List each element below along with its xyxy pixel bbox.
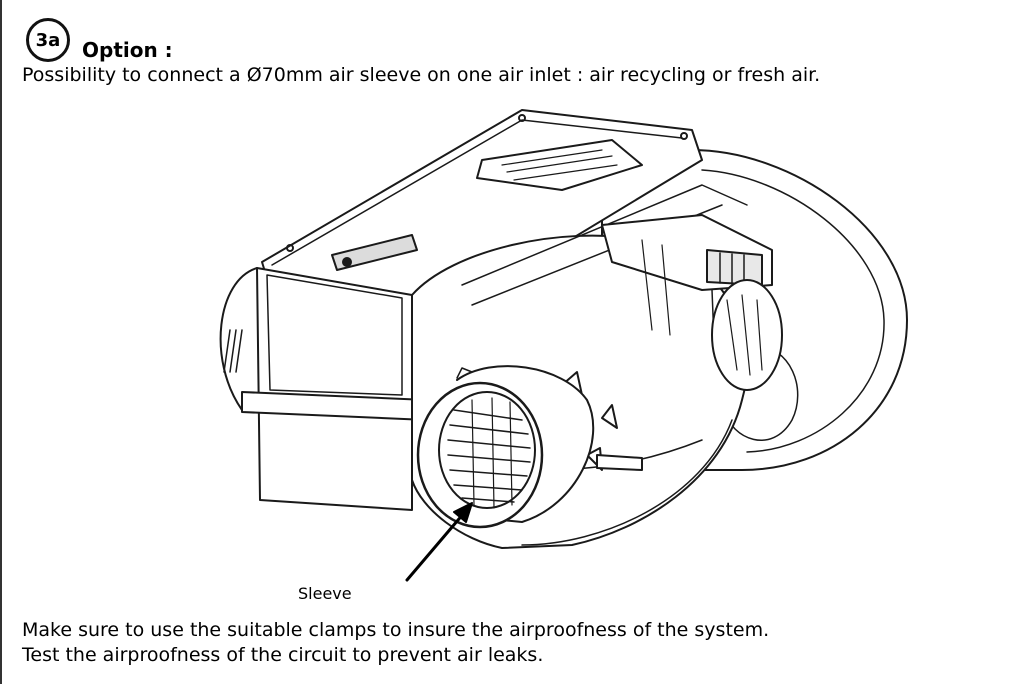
top-cover: [261, 109, 703, 306]
blower-unit-illustration: [219, 109, 908, 582]
intro-text: Possibility to connect a Ø70mm air sleev…: [22, 64, 821, 86]
air-sleeve: [416, 365, 595, 529]
electrical-connector: [601, 214, 773, 346]
note-airproofness-test: Test the airproofness of the circuit to …: [22, 644, 544, 666]
sleeve-callout-arrow: [405, 502, 473, 582]
section-heading: Option :: [82, 38, 173, 62]
step-number: 3a: [35, 29, 61, 51]
front-box: [241, 267, 428, 511]
impeller: [711, 279, 783, 391]
step-number-badge: 3a: [26, 18, 70, 62]
note-clamps: Make sure to use the suitable clamps to …: [22, 619, 770, 641]
sleeve-callout-label: Sleeve: [298, 584, 352, 603]
